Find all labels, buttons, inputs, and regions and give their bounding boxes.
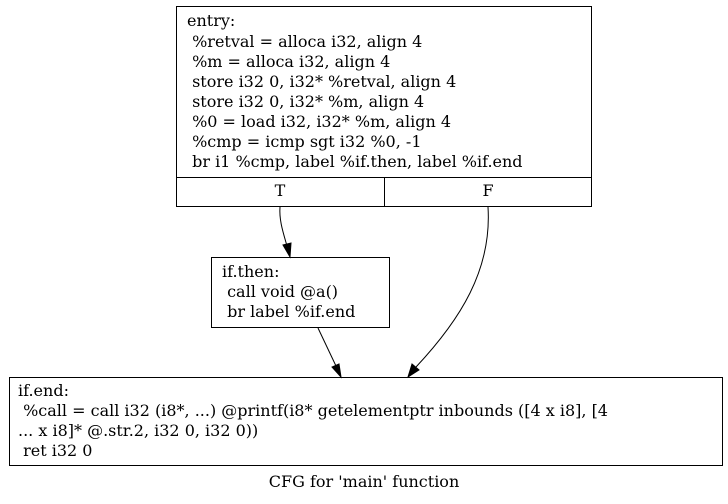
edge-true-path xyxy=(279,206,288,247)
entry-line-7: br i1 %cmp, label %if.then, label %if.en… xyxy=(187,152,523,171)
if-end-line-0: if.end: xyxy=(18,381,69,400)
edge-then-arrowhead xyxy=(331,363,342,379)
if-then-box xyxy=(211,257,390,328)
entry-line-5: %0 = load i32, i32* %m, align 4 xyxy=(187,112,451,131)
entry-line-0: entry: xyxy=(187,11,235,30)
edge-false-arrowhead xyxy=(407,363,420,379)
if-then-line-0: if.then: xyxy=(222,262,279,281)
if-then-line-2: br label %if.end xyxy=(222,302,355,321)
edge-true-to-if-then xyxy=(279,206,292,259)
edge-false-path xyxy=(415,206,489,368)
entry-line-4: store i32 0, i32* %m, align 4 xyxy=(187,92,424,111)
entry-line-3: store i32 0, i32* %retval, align 4 xyxy=(187,72,456,91)
if-then-line-1: call void @a() xyxy=(222,282,338,301)
entry-line-2: %m = alloca i32, align 4 xyxy=(187,52,390,71)
entry-node: entry: %retval = alloca i32, align 4 %m … xyxy=(176,6,592,207)
if-then-node: if.then: call void @a() br label %if.end xyxy=(211,257,390,328)
if-end-line-1: %call = call i32 (i8*, ...) @printf(i8* … xyxy=(18,401,608,420)
entry-line-1: %retval = alloca i32, align 4 xyxy=(187,32,422,51)
edge-false-to-if-end xyxy=(407,206,489,379)
entry-box xyxy=(176,6,592,207)
if-end-box xyxy=(9,377,723,466)
edge-then-path xyxy=(317,327,337,367)
entry-line-6: %cmp = icmp sgt i32 %0, -1 xyxy=(187,132,422,151)
edge-true-arrowhead xyxy=(282,242,292,259)
if-end-line-3: ret i32 0 xyxy=(18,441,92,460)
if-end-node: if.end: %call = call i32 (i8*, ...) @pri… xyxy=(9,377,723,466)
entry-port-false: F xyxy=(482,181,493,200)
edge-if-then-to-if-end xyxy=(317,327,342,379)
entry-port-true: T xyxy=(275,181,286,200)
if-end-line-2: ... x i8]* @.str.2, i32 0, i32 0)) xyxy=(18,421,258,440)
graph-caption: CFG for 'main' function xyxy=(269,472,460,491)
